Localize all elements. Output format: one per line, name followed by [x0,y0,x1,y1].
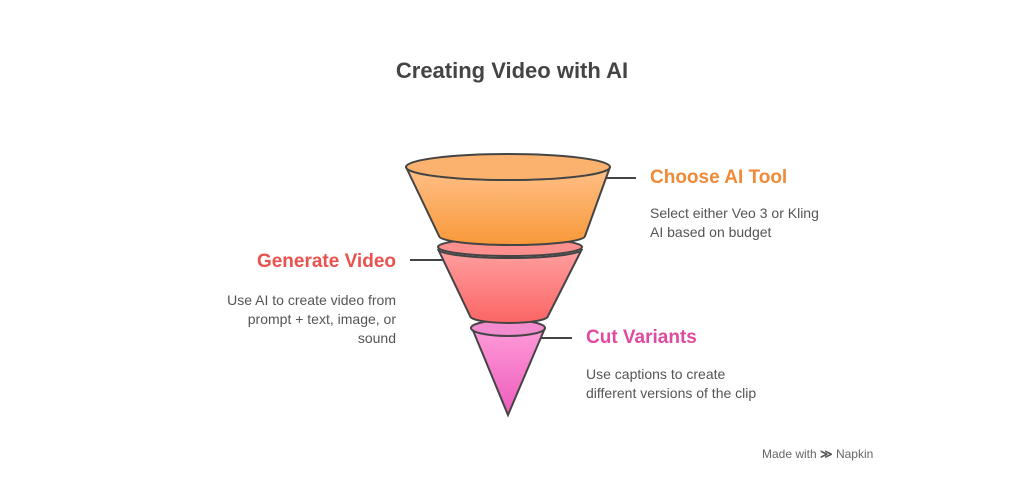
stage-3-description: Use captions to create different version… [586,365,756,403]
stage-3-heading: Cut Variants [586,327,697,348]
stage-2-description: Use AI to create video from prompt + tex… [227,291,396,348]
desc-line: AI based on budget [650,224,772,240]
made-with-napkin: Made with ≫ Napkin [762,447,873,461]
diagram-title: Creating Video with AI [395,58,629,83]
desc-line: Use captions to create [586,366,726,382]
desc-line: Use AI to create video from [227,292,396,308]
funnel-segment-3 [471,327,546,418]
brand-name: Napkin [835,447,874,461]
napkin-logo-icon: ≫ [820,447,833,461]
desc-line: prompt + text, image, or [247,311,396,327]
made-with-label: Made with [762,447,817,461]
stage-1-heading: Choose AI Tool [650,167,788,188]
desc-line: Select either Veo 3 or Kling [650,205,819,221]
funnel-segment-1-top [405,153,611,181]
stage-2-heading: Generate Video [256,251,396,272]
stage-1-description: Select either Veo 3 or Kling AI based on… [650,204,819,242]
desc-line: different versions of the clip [586,385,757,401]
funnel-segment-2 [437,248,583,324]
desc-line: sound [357,330,396,346]
